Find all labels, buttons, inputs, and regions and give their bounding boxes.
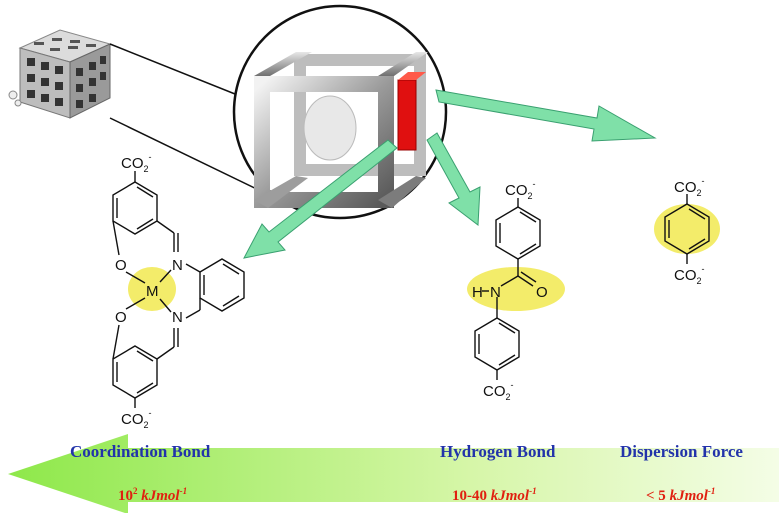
salen-n1: N xyxy=(172,257,183,274)
salen-n2: N xyxy=(172,309,183,326)
red-strut xyxy=(397,79,417,151)
framework-cube-small xyxy=(8,29,112,119)
amide-h: H xyxy=(472,284,483,301)
arrow-to-hydrogen xyxy=(426,132,481,226)
label-hydrogen-bond: Hydrogen Bond xyxy=(440,442,556,461)
terephthalate-labels: CO2- CO2- xyxy=(674,176,705,286)
strength-arrow xyxy=(8,434,779,513)
benzene-highlight xyxy=(654,204,720,254)
amide-o: O xyxy=(536,284,548,301)
salen-metal: M xyxy=(146,283,159,300)
label-dispersion-force: Dispersion Force xyxy=(620,442,743,461)
salen-bottom-carboxylate: CO2- xyxy=(121,408,152,430)
salen-top-carboxylate: CO2- xyxy=(121,152,152,174)
zoom-line-top xyxy=(109,43,251,101)
amide-top-carboxylate: CO2- xyxy=(505,179,536,201)
amide-linker xyxy=(474,198,541,380)
energy-coordination: 102 kJmol-1 xyxy=(118,486,188,504)
amide-n: N xyxy=(490,284,501,301)
interaction-arrows xyxy=(243,89,657,259)
arrow-to-dispersion xyxy=(435,89,657,142)
tere-bottom-carboxylate: CO2- xyxy=(674,264,705,286)
salen-complex xyxy=(112,171,245,408)
energy-hydrogen: 10-40 kJmol-1 xyxy=(452,486,537,504)
terephthalate xyxy=(664,194,710,264)
label-coordination-bond: Coordination Bond xyxy=(70,442,211,461)
salen-o2: O xyxy=(115,309,127,326)
amide-bottom-carboxylate: CO2- xyxy=(483,380,514,402)
arrow-to-coordination xyxy=(243,139,398,259)
tere-top-carboxylate: CO2- xyxy=(674,176,705,198)
amide-labels: CO2- H N O CO2- xyxy=(472,179,548,402)
salen-o1: O xyxy=(115,257,127,274)
salen-labels: CO2- O N M O N CO2- xyxy=(115,152,183,430)
energy-dispersion: < 5 kJmol-1 xyxy=(646,486,716,504)
amide-highlight xyxy=(467,267,565,311)
